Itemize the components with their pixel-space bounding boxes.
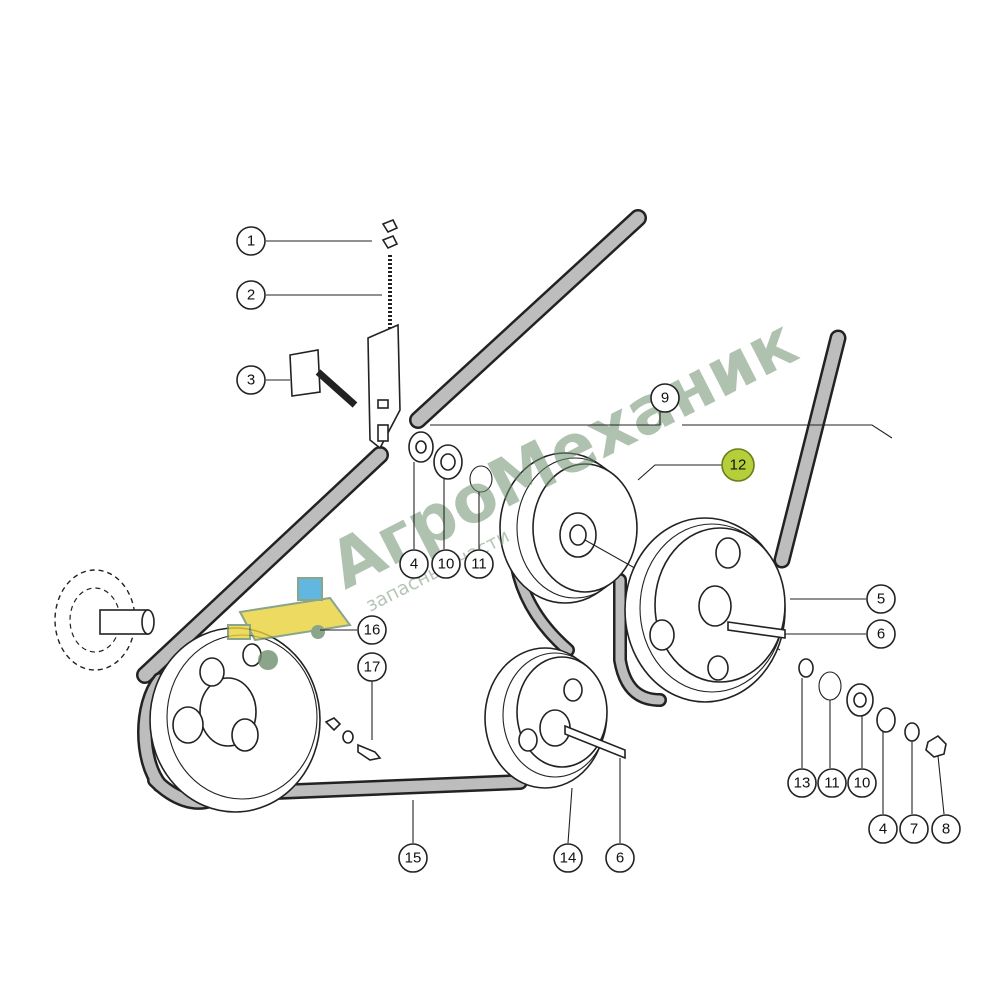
callout-3: 3: [236, 365, 266, 395]
callout-label: 13: [794, 775, 811, 792]
callout-2: 2: [236, 280, 266, 310]
callout-8: 8: [931, 814, 961, 844]
callout-10-lower: 10: [847, 768, 877, 798]
callout-11-upper: 11: [464, 549, 494, 579]
callout-4-upper: 4: [399, 549, 429, 579]
pulley-small-bottom: [484, 647, 626, 789]
belt-right: [773, 329, 847, 569]
callout-label: 5: [877, 591, 885, 608]
callout-1: 1: [236, 226, 266, 256]
callout-9: 9: [650, 383, 680, 413]
leader-lines: [266, 240, 945, 844]
callout-label: 15: [405, 850, 422, 867]
callout-label: 6: [616, 850, 624, 867]
callout-label: 16: [364, 622, 381, 639]
harvester-logo-icon: [227, 577, 352, 670]
pulley-large-right: [624, 517, 786, 703]
callout-17: 17: [357, 652, 387, 682]
callout-11-lower: 11: [817, 768, 847, 798]
callout-label: 11: [824, 775, 840, 792]
callout-label: 6: [877, 626, 885, 643]
callout-13: 13: [787, 768, 817, 798]
callout-label: 10: [438, 556, 455, 573]
callout-label: 14: [560, 850, 577, 867]
callout-7: 7: [899, 814, 929, 844]
drive-hub: [54, 569, 155, 671]
callout-12: 12: [721, 448, 755, 482]
callout-label: 4: [410, 556, 418, 573]
callout-label: 12: [730, 457, 747, 474]
callout-15: 15: [398, 843, 428, 873]
callout-label: 17: [364, 659, 381, 676]
callout-label: 1: [247, 233, 255, 250]
belt-upper: [136, 209, 647, 684]
callout-label: 4: [879, 821, 887, 838]
callout-label: 10: [854, 775, 871, 792]
callout-6-bottom: 6: [605, 843, 635, 873]
callout-4-lower: 4: [868, 814, 898, 844]
callout-14: 14: [553, 843, 583, 873]
pulley-double: [499, 452, 781, 651]
callout-label: 11: [471, 556, 487, 573]
callout-5: 5: [866, 584, 896, 614]
bearing-set-upper: [408, 431, 493, 493]
callout-label: 7: [910, 821, 918, 838]
tensioner-bracket: [289, 218, 401, 450]
callout-label: 9: [661, 390, 669, 407]
callout-10-upper: 10: [431, 549, 461, 579]
callout-6-right: 6: [866, 619, 896, 649]
hardware-bolt-17: [324, 717, 382, 761]
pulley-large-left: [149, 627, 321, 813]
callout-label: 2: [247, 287, 255, 304]
bearing-set-lower: [798, 658, 947, 758]
callout-16: 16: [357, 615, 387, 645]
callout-label: 8: [942, 821, 950, 838]
callout-label: 3: [247, 372, 255, 389]
